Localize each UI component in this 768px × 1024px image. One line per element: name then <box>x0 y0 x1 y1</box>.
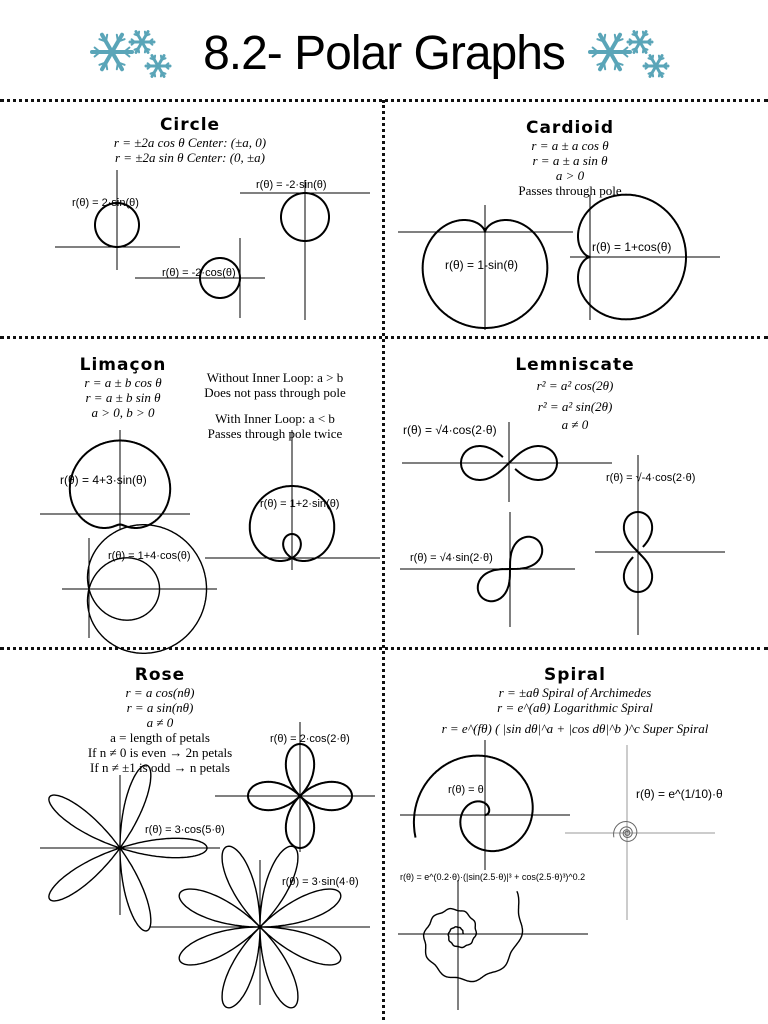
limacon-section: Limaçon r = a ± b cos θ r = a ± b sin θ … <box>58 355 188 420</box>
rose-graph-5petal <box>40 764 220 932</box>
cardioid-equation-1: r = a ± a cos θ <box>531 138 609 153</box>
limacon-heading: Limaçon <box>79 355 167 375</box>
circle-equation-2: r = ±2a sin θ Center: (0, ±a) <box>114 150 266 165</box>
rose-note-1: a = length of petals <box>110 730 210 745</box>
rose-heading: Rose <box>134 665 186 685</box>
lemniscate-equation-3: a ≠ 0 <box>561 417 589 432</box>
snowflake-left-icon <box>90 30 172 78</box>
limacon-note-3: With Inner Loop: a < b <box>215 411 335 426</box>
circle-graph-negsin <box>240 180 370 320</box>
lemniscate-section: Lemniscate r² = a² cos(2θ) r² = a² sin(2… <box>430 355 720 432</box>
rose-graph-4petal-label: r(θ) = 2·cos(2·θ) <box>270 733 350 745</box>
snowflake-right-icon <box>588 30 670 78</box>
cardioid-graph-cos <box>570 193 720 321</box>
cardioid-heading: Cardioid <box>525 118 614 138</box>
page-title: 8.2- Polar Graphs <box>203 27 566 80</box>
cardioid-equation-2: r = a ± a sin θ <box>532 153 608 168</box>
rose-graph-8petal-label: r(θ) = 3·sin(4·θ) <box>282 876 359 888</box>
spiral-heading: Spiral <box>544 665 606 685</box>
header: 8.2- Polar Graphs <box>0 18 768 98</box>
divider-vertical <box>382 100 385 1020</box>
rose-equation-3: a ≠ 0 <box>146 715 174 730</box>
limacon-graph-loop <box>205 430 380 570</box>
rose-note-3: If n ≠ ±1 is odd → n petals <box>90 760 230 775</box>
circle-section: Circle r = ±2a cos θ Center: (±a, 0) r =… <box>60 115 320 165</box>
rose-graph-8petal <box>150 845 370 1009</box>
lemniscate-heading: Lemniscate <box>515 355 635 375</box>
spiral-graph-archimedes <box>400 740 570 870</box>
cardioid-graph-sin-label: r(θ) = 1-sin(θ) <box>445 258 519 272</box>
cardioid-equation-3: a > 0 <box>555 168 585 183</box>
limacon-graph-loop-label: r(θ) = 1+2·sin(θ) <box>260 498 340 510</box>
lemniscate-equation-1: r² = a² cos(2θ) <box>536 378 614 393</box>
lemniscate-graph-negcos-label: r(θ) = √-4·cos(2·θ) <box>606 472 696 484</box>
circle-equation-1: r = ±2a cos θ Center: (±a, 0) <box>113 135 267 150</box>
spiral-section: Spiral r = ±aθ Spiral of Archimedes r = … <box>395 665 755 736</box>
circle-graph-cos-label: r(θ) = -2·cos(θ) <box>162 267 236 279</box>
circle-graph-cos <box>135 238 265 318</box>
spiral-graph-super-label: r(θ) = e^(0.2·θ)·(|sin(2.5·θ)|³ + cos(2.… <box>400 872 586 882</box>
circle-heading: Circle <box>159 115 221 135</box>
spiral-graph-log-label: r(θ) = e^(1/10)·θ <box>636 787 723 801</box>
rose-graph-5petal-label: r(θ) = 3·cos(5·θ) <box>145 824 225 836</box>
rose-equation-1: r = a cos(nθ) <box>125 685 195 700</box>
lemniscate-graph-negcos <box>595 455 725 635</box>
limacon-equation-2: r = a ± b sin θ <box>85 390 161 405</box>
limacon-note-2: Does not pass through pole <box>204 385 346 400</box>
cardioid-graph-sin <box>398 205 573 330</box>
spiral-equation-2: r = e^(aθ) Logarithmic Spiral <box>497 700 653 715</box>
limacon-equation-1: r = a ± b cos θ <box>84 375 162 390</box>
spiral-equation-1: r = ±aθ Spiral of Archimedes <box>498 685 652 700</box>
limacon-note-1: Without Inner Loop: a > b <box>206 370 344 385</box>
rose-note-2: If n ≠ 0 is even → 2n petals <box>87 745 233 760</box>
spiral-graph-super <box>398 880 588 1010</box>
cardioid-note: Passes through pole <box>518 183 622 198</box>
rose-section: Rose r = a cos(nθ) r = a sin(nθ) a ≠ 0 a… <box>55 665 265 775</box>
lemniscate-graph-cos <box>402 422 612 502</box>
cardioid-section: Cardioid r = a ± a cos θ r = a ± a sin θ… <box>430 118 710 198</box>
lemniscate-graph-cos-label: r(θ) = √4·cos(2·θ) <box>403 423 497 437</box>
rose-equation-2: r = a sin(nθ) <box>126 700 194 715</box>
limacon-graph-cos <box>62 524 217 654</box>
limacon-notes: Without Inner Loop: a > b Does not pass … <box>180 370 370 441</box>
limacon-graph-dimpled-label: r(θ) = 4+3·sin(θ) <box>60 473 147 487</box>
spiral-graph-log <box>565 745 715 920</box>
lemniscate-equation-2: r² = a² sin(2θ) <box>537 399 613 414</box>
limacon-note-4: Passes through pole twice <box>207 426 343 441</box>
cardioid-graph-cos-label: r(θ) = 1+cos(θ) <box>592 240 672 254</box>
limacon-graph-cos-label: r(θ) = 1+4·cos(θ) <box>108 550 191 562</box>
rose-graph-4petal <box>215 722 375 852</box>
circle-graph-sin-label: r(θ) = 2·sin(θ) <box>72 197 139 209</box>
spiral-equation-3: r = e^(fθ) ( |sin dθ|^a + |cos dθ|^b )^c… <box>441 721 709 736</box>
lemniscate-graph-sin-label: r(θ) = √4·sin(2·θ) <box>410 552 493 564</box>
lemniscate-graph-sin <box>400 512 575 627</box>
spiral-graph-archimedes-label: r(θ) = θ <box>448 784 484 796</box>
circle-graph-sin <box>55 170 180 270</box>
circle-graph-negsin-label: r(θ) = -2·sin(θ) <box>256 179 327 191</box>
limacon-equation-3: a > 0, b > 0 <box>91 405 155 420</box>
